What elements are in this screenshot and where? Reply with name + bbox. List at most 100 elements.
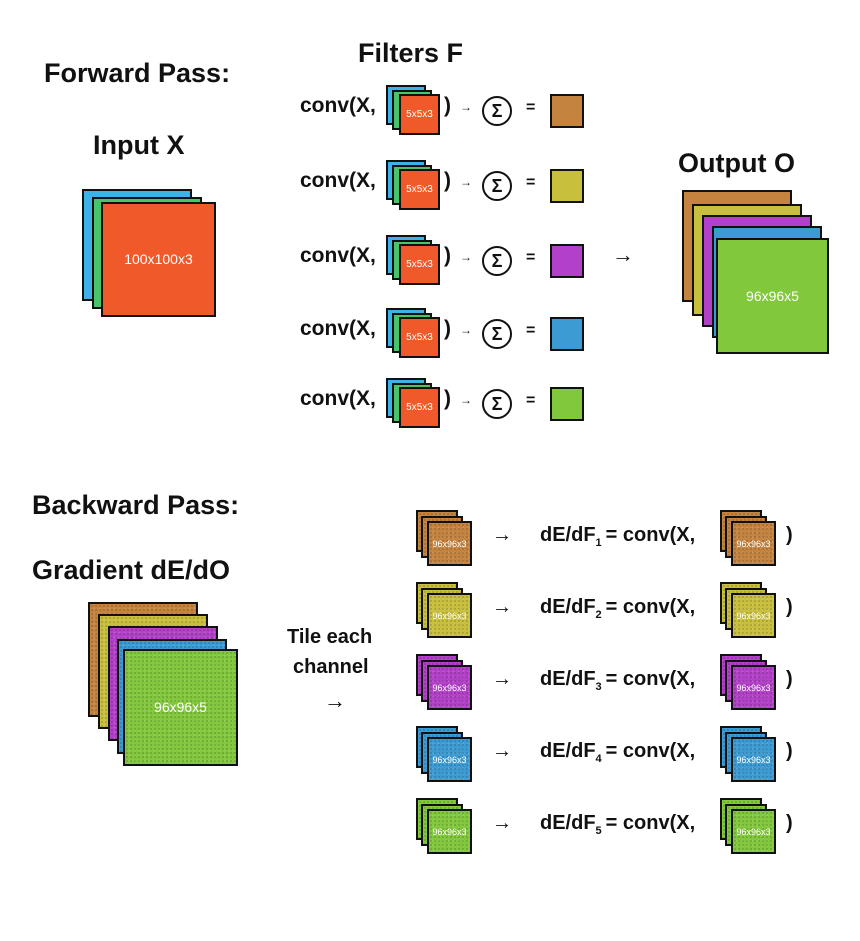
filter-stack: 5x5x3 — [386, 378, 442, 430]
conv-gradient-stack: 96x96x3 — [720, 798, 778, 856]
close-paren: ) — [444, 94, 451, 117]
row-arrow: → — [492, 812, 512, 834]
equals-sign: = — [526, 99, 536, 116]
filter-gradient-label: dE/dF5= conv(X, — [540, 812, 695, 837]
filter-channel-front: 5x5x3 — [399, 169, 440, 210]
conv-gradient-stack: 96x96x3 — [720, 582, 778, 640]
equals-sign: = — [526, 392, 536, 409]
close-paren: ) — [444, 317, 451, 340]
row-arrow: → — [492, 596, 512, 618]
tile-size-label: 96x96x3 — [736, 539, 771, 549]
filter-index: 3 — [595, 681, 602, 693]
tiled-gradient-stack: 96x96x3 — [416, 798, 474, 856]
input-stack: 100x100x3 — [82, 189, 217, 319]
conv-row: conv(X, 5x5x3 ) → Σ = — [300, 85, 590, 135]
filter-index: 2 — [595, 609, 602, 621]
filters-heading: Filters F — [358, 38, 464, 68]
conv-gradient-layer-front: 96x96x3 — [731, 737, 776, 782]
filter-index: 5 — [595, 825, 602, 837]
filter-gradient-label: dE/dF1= conv(X, — [540, 524, 695, 549]
equals-sign: = — [526, 249, 536, 266]
tiled-gradient-stack: 96x96x3 — [416, 582, 474, 640]
output-size-label: 96x96x5 — [746, 288, 799, 304]
close-paren: ) — [444, 169, 451, 192]
gradient-row: 96x96x3 → dE/dF3= conv(X, 96x96x3 ) — [416, 654, 806, 714]
tile-size-label: 96x96x3 — [736, 827, 771, 837]
filter-size-label: 5x5x3 — [406, 184, 433, 195]
close-paren: ) — [444, 244, 451, 267]
tile-size-label: 96x96x3 — [736, 683, 771, 693]
grad-prefix: dE/dF — [540, 524, 596, 546]
sum-icon: Σ — [482, 246, 512, 276]
grad-prefix: dE/dF — [540, 740, 596, 762]
sum-icon: Σ — [482, 171, 512, 201]
filter-size-label: 5x5x3 — [406, 332, 433, 343]
filter-size-label: 5x5x3 — [406, 259, 433, 270]
tile-size-label: 96x96x3 — [736, 755, 771, 765]
output-channel-5: 96x96x5 — [716, 238, 829, 354]
gradient-size-label: 96x96x5 — [154, 699, 207, 715]
filter-channel-front: 5x5x3 — [399, 317, 440, 358]
output-channel-box — [550, 244, 584, 278]
filter-size-label: 5x5x3 — [406, 402, 433, 413]
conv-gradient-layer-front: 96x96x3 — [731, 593, 776, 638]
filter-size-label: 5x5x3 — [406, 109, 433, 120]
output-channel-box — [550, 169, 584, 203]
tiled-gradient-layer-front: 96x96x3 — [427, 809, 472, 854]
tile-text-line-2: channel — [293, 656, 369, 678]
filter-stack: 5x5x3 — [386, 308, 442, 360]
filter-channel-front: 5x5x3 — [399, 244, 440, 285]
tiled-gradient-layer-front: 96x96x3 — [427, 521, 472, 566]
tiled-gradient-stack: 96x96x3 — [416, 654, 474, 712]
filter-index: 4 — [595, 753, 602, 765]
sum-icon: Σ — [482, 96, 512, 126]
backward-pass-heading: Backward Pass: — [32, 490, 240, 520]
filter-gradient-label: dE/dF3= conv(X, — [540, 668, 695, 693]
filter-channel-front: 5x5x3 — [399, 387, 440, 428]
grad-prefix: dE/dF — [540, 668, 596, 690]
tile-size-label: 96x96x3 — [432, 827, 467, 837]
filter-index: 1 — [595, 537, 602, 549]
conv-prefix: conv(X, — [300, 244, 376, 267]
conv-gradient-layer-front: 96x96x3 — [731, 809, 776, 854]
row-arrow: → — [492, 524, 512, 546]
gradient-row: 96x96x3 → dE/dF4= conv(X, 96x96x3 ) — [416, 726, 806, 786]
close-paren: ) — [786, 596, 793, 618]
equals-sign: = — [526, 322, 536, 339]
conv-row: conv(X, 5x5x3 ) → Σ = — [300, 378, 590, 428]
conv-prefix: conv(X, — [300, 169, 376, 192]
grad-middle: = conv(X, — [605, 596, 696, 618]
tiled-gradient-layer-front: 96x96x3 — [427, 737, 472, 782]
conv-row: conv(X, 5x5x3 ) → Σ = — [300, 160, 590, 210]
close-paren: ) — [444, 387, 451, 410]
conv-gradient-stack: 96x96x3 — [720, 510, 778, 568]
conv-gradient-stack: 96x96x3 — [720, 726, 778, 784]
grad-middle: = conv(X, — [605, 524, 696, 546]
grad-middle: = conv(X, — [605, 668, 696, 690]
forward-pass-heading: Forward Pass: — [44, 58, 231, 88]
conv-row: conv(X, 5x5x3 ) → Σ = — [300, 235, 590, 285]
grad-prefix: dE/dF — [540, 812, 596, 834]
tile-size-label: 96x96x3 — [432, 611, 467, 621]
row-arrow: → — [492, 740, 512, 762]
filter-stack: 5x5x3 — [386, 235, 442, 287]
tile-size-label: 96x96x3 — [432, 755, 467, 765]
conv-prefix: conv(X, — [300, 94, 376, 117]
small-arrow-icon: → — [460, 393, 472, 407]
tile-size-label: 96x96x3 — [432, 683, 467, 693]
output-channel-box — [550, 317, 584, 351]
tile-size-label: 96x96x3 — [736, 611, 771, 621]
tile-text-line-1: Tile each — [287, 626, 373, 648]
gradient-channel-5: 96x96x5 — [123, 649, 238, 766]
conv-prefix: conv(X, — [300, 317, 376, 340]
close-paren: ) — [786, 812, 793, 834]
small-arrow-icon: → — [460, 100, 472, 114]
tile-arrow: → — [324, 688, 346, 713]
output-heading: Output O — [678, 148, 795, 178]
sum-icon: Σ — [482, 389, 512, 419]
input-channel-front: 100x100x3 — [101, 202, 216, 317]
sum-icon: Σ — [482, 319, 512, 349]
filter-gradient-label: dE/dF2= conv(X, — [540, 596, 695, 621]
gradient-row: 96x96x3 → dE/dF1= conv(X, 96x96x3 ) — [416, 510, 806, 570]
gradient-row: 96x96x3 → dE/dF5= conv(X, 96x96x3 ) — [416, 798, 806, 858]
